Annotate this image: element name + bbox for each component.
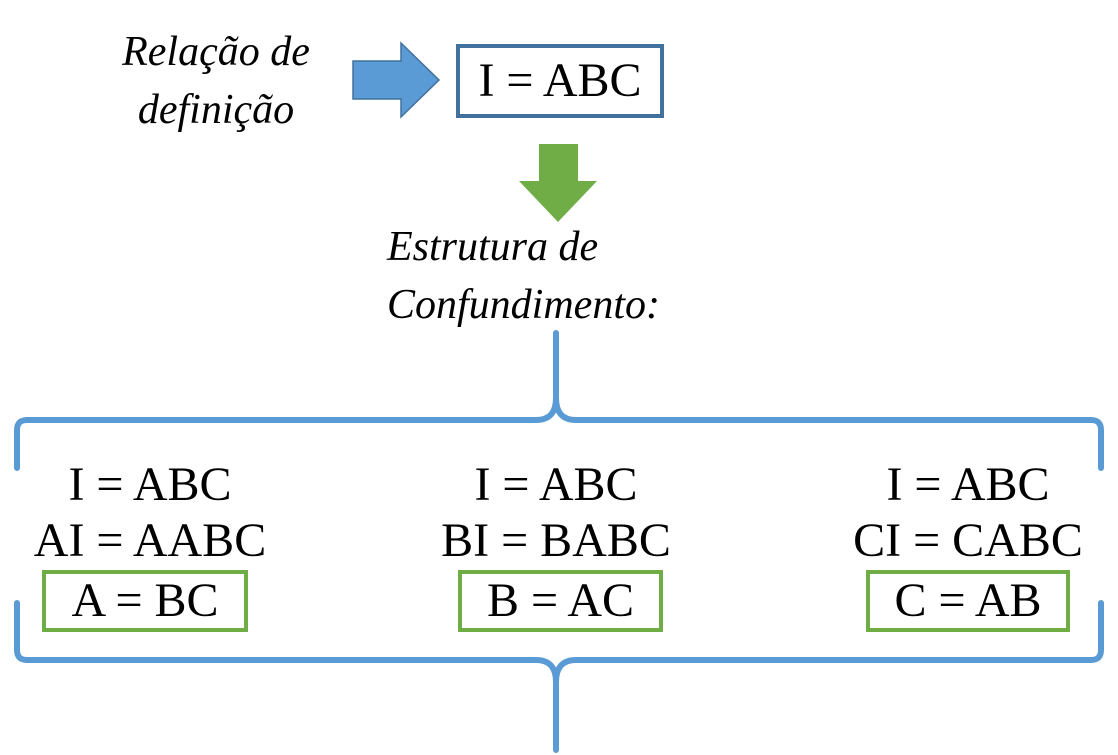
top-brace <box>14 330 1104 471</box>
bottom-brace <box>14 600 1104 753</box>
alias-result-b: B = AC <box>486 574 635 627</box>
alias-column-b: I = ABC BI = BABC <box>406 457 706 569</box>
alias-column-a: I = ABC AI = AABC <box>0 457 300 569</box>
confounding-structure-label-line-2: Confundimento: <box>387 282 660 328</box>
right-arrow-icon <box>352 41 441 119</box>
defining-relation-box: I = ABC <box>456 44 664 118</box>
alias-result-a: A = BC <box>71 574 219 627</box>
defining-relation-label-line-2: definição <box>137 87 295 133</box>
alias-column-line: BI = BABC <box>441 514 671 567</box>
down-arrow-icon <box>519 144 597 222</box>
alias-result-box-c: C = AB <box>866 570 1070 632</box>
confounding-structure-label-line-1: Estrutura de <box>387 224 599 270</box>
alias-result-box-a: A = BC <box>42 570 248 632</box>
confounding-structure-label: Estrutura de Confundimento: <box>387 218 660 334</box>
alias-column-line: I = ABC <box>886 458 1050 511</box>
defining-relation-expression: I = ABC <box>478 54 642 107</box>
alias-column-line: I = ABC <box>68 458 232 511</box>
alias-result-box-b: B = AC <box>458 570 663 632</box>
alias-column-line: I = ABC <box>474 458 638 511</box>
defining-relation-label: Relação de definição <box>96 23 336 139</box>
alias-result-c: C = AB <box>894 574 1042 627</box>
alias-column-line: AI = AABC <box>33 514 267 567</box>
alias-column-c: I = ABC CI = CABC <box>818 457 1118 569</box>
alias-column-line: CI = CABC <box>853 514 1083 567</box>
defining-relation-label-line-1: Relação de <box>122 29 310 75</box>
